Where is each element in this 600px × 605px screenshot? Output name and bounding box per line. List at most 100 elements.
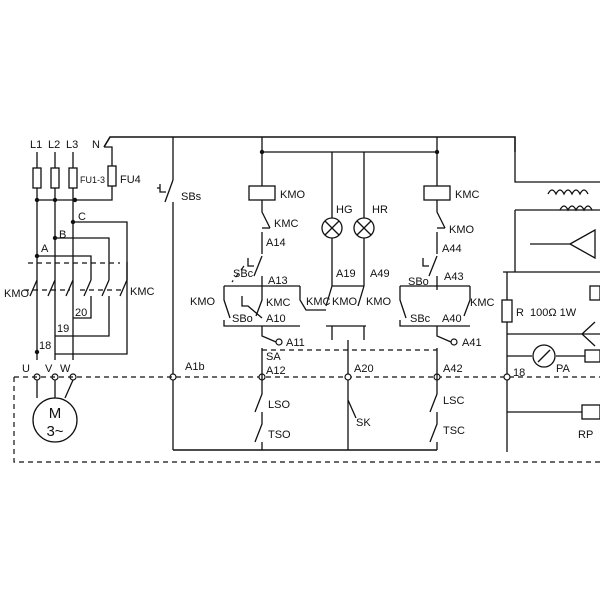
- wire: [356, 220, 372, 236]
- wire-number-19: 19: [57, 323, 69, 335]
- label-sbs: SBs: [181, 191, 202, 203]
- diode: [581, 321, 596, 347]
- label-kmo-hold: KMO: [190, 296, 216, 308]
- fu4-return: [75, 186, 113, 201]
- node-a44: A44: [442, 243, 462, 255]
- node-a13: A13: [268, 275, 288, 287]
- wire-19: [55, 296, 110, 337]
- right-component: [589, 285, 600, 301]
- label-hr: HR: [372, 204, 388, 216]
- label-kmc-coil: KMC: [455, 189, 480, 201]
- node-a20: A20: [354, 363, 374, 375]
- motor-label: M: [49, 405, 62, 422]
- stop-actuator: [157, 184, 166, 193]
- label-sbc: SBc: [233, 268, 254, 280]
- right-section: R 100Ω 1W 18 PA RP: [501, 189, 600, 452]
- node-a14: A14: [266, 237, 286, 249]
- label-lso: LSO: [268, 399, 290, 411]
- neutral-right: [514, 152, 600, 183]
- phase-vertical-lines: [36, 188, 74, 360]
- neutral-bus: [103, 136, 516, 152]
- node-a19: A19: [336, 268, 356, 280]
- node-a1b: A1b: [185, 361, 205, 373]
- wire: [324, 220, 340, 236]
- supply-label-l2: L2: [48, 139, 60, 151]
- terminal-v: V: [45, 363, 53, 375]
- node-a: A: [41, 243, 49, 255]
- wire-20: [73, 296, 92, 319]
- wire-number-18: 18: [39, 340, 51, 352]
- label-rp: RP: [578, 429, 593, 441]
- label-kmc-right: KMC: [470, 297, 495, 309]
- wire-a: [37, 255, 92, 262]
- label-tso: TSO: [268, 429, 291, 441]
- control-section: SBs A1b KMO KMC A14 SBc A13 KMO KMC SBo …: [13, 137, 600, 463]
- node-a49: A49: [370, 268, 390, 280]
- terminal-u: U: [22, 363, 30, 375]
- node-a43: A43: [444, 271, 464, 283]
- label-kmo-right: KMO: [366, 296, 392, 308]
- label-kmo-coil: KMO: [280, 189, 306, 201]
- node-c: C: [78, 211, 86, 223]
- wire: [463, 286, 471, 317]
- lamp-feeds: [331, 152, 365, 218]
- junction: [70, 219, 76, 225]
- label-resistor: R: [516, 307, 524, 319]
- phase-feed-lines: [36, 152, 74, 168]
- junction: [34, 349, 40, 355]
- label-kmc-interlock: KMC: [274, 218, 299, 230]
- node-a42: A42: [443, 363, 463, 375]
- wire: [331, 238, 365, 286]
- transformer-winding-top: [547, 189, 589, 196]
- motor-symbol: [32, 397, 78, 443]
- sk-contact: [347, 399, 357, 419]
- transformer-winding-bottom: [559, 205, 593, 212]
- terminal: [344, 373, 352, 381]
- label-sbo-right: SBo: [408, 276, 429, 288]
- junction: [34, 253, 40, 259]
- label-lsc: LSC: [443, 395, 464, 407]
- wire: [422, 258, 429, 267]
- label-hg: HG: [336, 204, 353, 216]
- label-kmo-main: KMO: [4, 288, 30, 300]
- terminal: [450, 338, 458, 346]
- stop-contact: [164, 179, 174, 203]
- node-18: 18: [513, 367, 525, 379]
- potentiometer-rp: [581, 404, 600, 420]
- node-b: B: [59, 229, 66, 241]
- kmc-feed: [90, 262, 128, 280]
- kmc-main-contacts: [83, 279, 128, 297]
- wire-b: [55, 237, 110, 262]
- resistor-r: [501, 299, 513, 323]
- lsc-tsc-chain: [429, 356, 438, 450]
- node-a10: A10: [266, 313, 286, 325]
- fuse-l1: [32, 167, 42, 189]
- resistor-value: 100Ω 1W: [530, 307, 577, 319]
- wire: [503, 209, 600, 273]
- n-to-fu4: [104, 146, 113, 166]
- node-a41: A41: [462, 337, 482, 349]
- label-kmo-lamp: KMO: [332, 296, 358, 308]
- kmc-coil: [423, 185, 451, 201]
- wire-c: [55, 221, 128, 355]
- label-tsc: TSC: [443, 425, 465, 437]
- label-sa: SA: [266, 351, 281, 363]
- label-kmc-hold: KMC: [266, 297, 291, 309]
- fuse-control-label: FU4: [120, 174, 141, 186]
- label-sbo-left: SBo: [232, 313, 253, 325]
- kmo-interlock: [436, 200, 446, 244]
- wire: [255, 290, 263, 317]
- label-kmc-main: KMC: [130, 286, 155, 298]
- motor-phase: 3~: [46, 423, 63, 440]
- fuse-main-label: FU1-3: [80, 175, 105, 185]
- dashed-link: [231, 265, 245, 283]
- control-sub-bus: [261, 137, 438, 153]
- terminal-w: W: [60, 363, 71, 375]
- wire: [537, 349, 551, 363]
- sbo-aux: [241, 296, 263, 319]
- node-a11: A11: [286, 337, 305, 349]
- sbc-contact: [253, 255, 263, 277]
- supply-label-n: N: [92, 139, 100, 151]
